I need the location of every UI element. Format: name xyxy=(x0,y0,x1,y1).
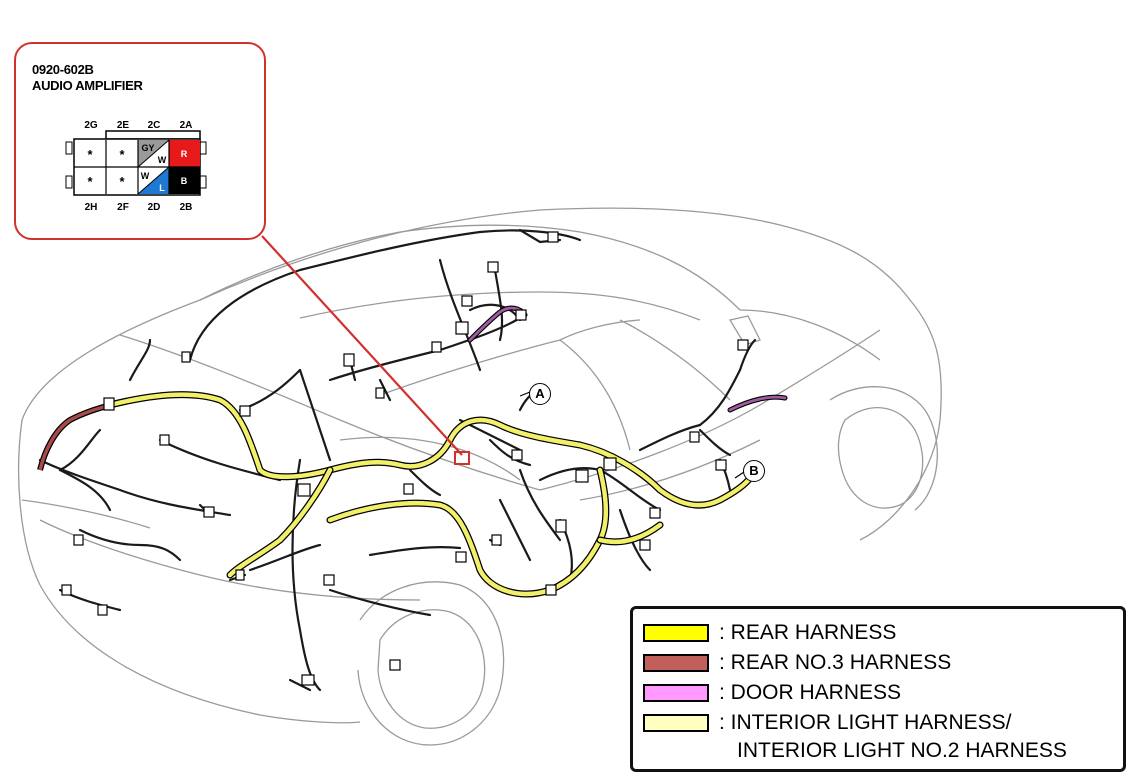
harness-connectors xyxy=(61,231,749,686)
legend-label: : REAR HARNESS xyxy=(719,621,897,644)
pin-2c-divider xyxy=(137,139,170,168)
connector-code: 0920-602B xyxy=(32,62,94,77)
marker-b-leader xyxy=(734,471,745,479)
legend-label: : REAR NO.3 HARNESS xyxy=(719,651,952,674)
connector-latch xyxy=(105,130,201,140)
connector-face-diagram: * * GY W R * * W L B xyxy=(65,130,207,196)
connector-cell-labels: * * GY W R * * W L B xyxy=(87,143,187,193)
rear-no3-harness xyxy=(38,403,111,471)
pin-label-2d: 2D xyxy=(147,202,161,213)
audio-amplifier-location xyxy=(454,451,470,465)
connector-name: AUDIO AMPLIFIER xyxy=(32,78,143,93)
pin-2f-value: * xyxy=(119,174,125,189)
pin-label-2b: 2B xyxy=(179,202,193,213)
pin-label-2g: 2G xyxy=(84,120,98,131)
pin-2c-color-bottom: W xyxy=(158,155,167,165)
reference-marker-a: A xyxy=(529,383,551,405)
legend-item-interior-light-harness: : INTERIOR LIGHT HARNESS/ xyxy=(643,711,1012,735)
pin-label-2c: 2C xyxy=(147,120,161,131)
legend-item-rear-harness: : REAR HARNESS xyxy=(643,621,896,645)
rear-harness xyxy=(106,391,754,598)
pin-label-2a: 2A xyxy=(179,120,193,131)
legend-label-continuation: INTERIOR LIGHT NO.2 HARNESS xyxy=(737,739,1067,762)
pin-2b-black xyxy=(169,167,200,194)
pin-2h-value: * xyxy=(87,174,93,189)
pin-2c-color-top: GY xyxy=(141,143,154,153)
reference-marker-b: B xyxy=(743,460,765,482)
callout-leader-line xyxy=(261,235,463,456)
legend-label: : DOOR HARNESS xyxy=(719,681,902,704)
pin-2a-color: R xyxy=(181,149,188,159)
connector-tab-right-top xyxy=(199,141,207,155)
harness-legend: : REAR HARNESS : REAR NO.3 HARNESS : DOO… xyxy=(630,606,1126,772)
legend-swatch xyxy=(643,624,709,642)
connector-tab-left-top xyxy=(65,141,73,155)
legend-item-rear-no3-harness: : REAR NO.3 HARNESS xyxy=(643,651,951,675)
legend-item-door-harness: : DOOR HARNESS xyxy=(643,681,901,705)
pin-2d-color-top: W xyxy=(141,171,150,181)
pin-2b-color: B xyxy=(181,176,188,186)
legend-label: : INTERIOR LIGHT HARNESS/ xyxy=(719,711,1012,734)
connector-tab-right-bottom xyxy=(199,175,207,189)
pin-label-2f: 2F xyxy=(117,202,129,213)
legend-swatch xyxy=(643,684,709,702)
pin-2g-value: * xyxy=(87,147,93,162)
pin-2e-value: * xyxy=(119,147,125,162)
connector-tab-left-bottom xyxy=(65,175,73,189)
connector-callout: 0920-602B AUDIO AMPLIFIER 2G 2E 2C 2A * xyxy=(14,42,266,240)
pin-label-2e: 2E xyxy=(116,120,130,131)
pin-2d-divider xyxy=(137,166,170,195)
marker-a-leader xyxy=(519,391,531,397)
legend-swatch xyxy=(643,654,709,672)
pin-label-2h: 2H xyxy=(84,202,98,213)
pin-2a-red xyxy=(169,140,200,167)
pin-2d-color-bottom: L xyxy=(159,183,165,193)
legend-swatch xyxy=(643,714,709,732)
